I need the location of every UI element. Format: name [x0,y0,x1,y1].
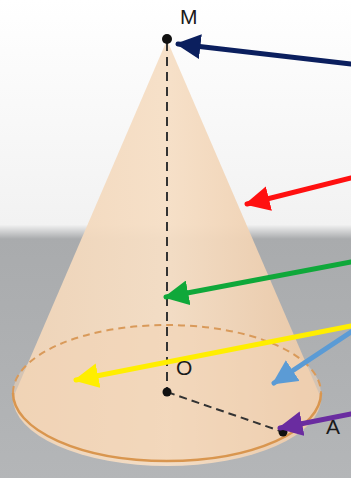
pointer-arrow [274,332,351,383]
pointer-arrow [166,262,351,297]
point-label: O [176,357,192,378]
apex-point [162,34,172,44]
point-label: M [180,6,198,27]
cone-surface [13,40,321,466]
base-front-edge [13,393,321,461]
cone-radius [167,392,283,432]
pointer-arrow [76,326,351,380]
pointer-arrow [178,44,351,64]
pointer-arrow [247,178,351,204]
pointer-arrow [280,414,351,428]
point-label: A [326,416,340,437]
center-point [163,388,172,397]
cone-axis [166,42,168,392]
